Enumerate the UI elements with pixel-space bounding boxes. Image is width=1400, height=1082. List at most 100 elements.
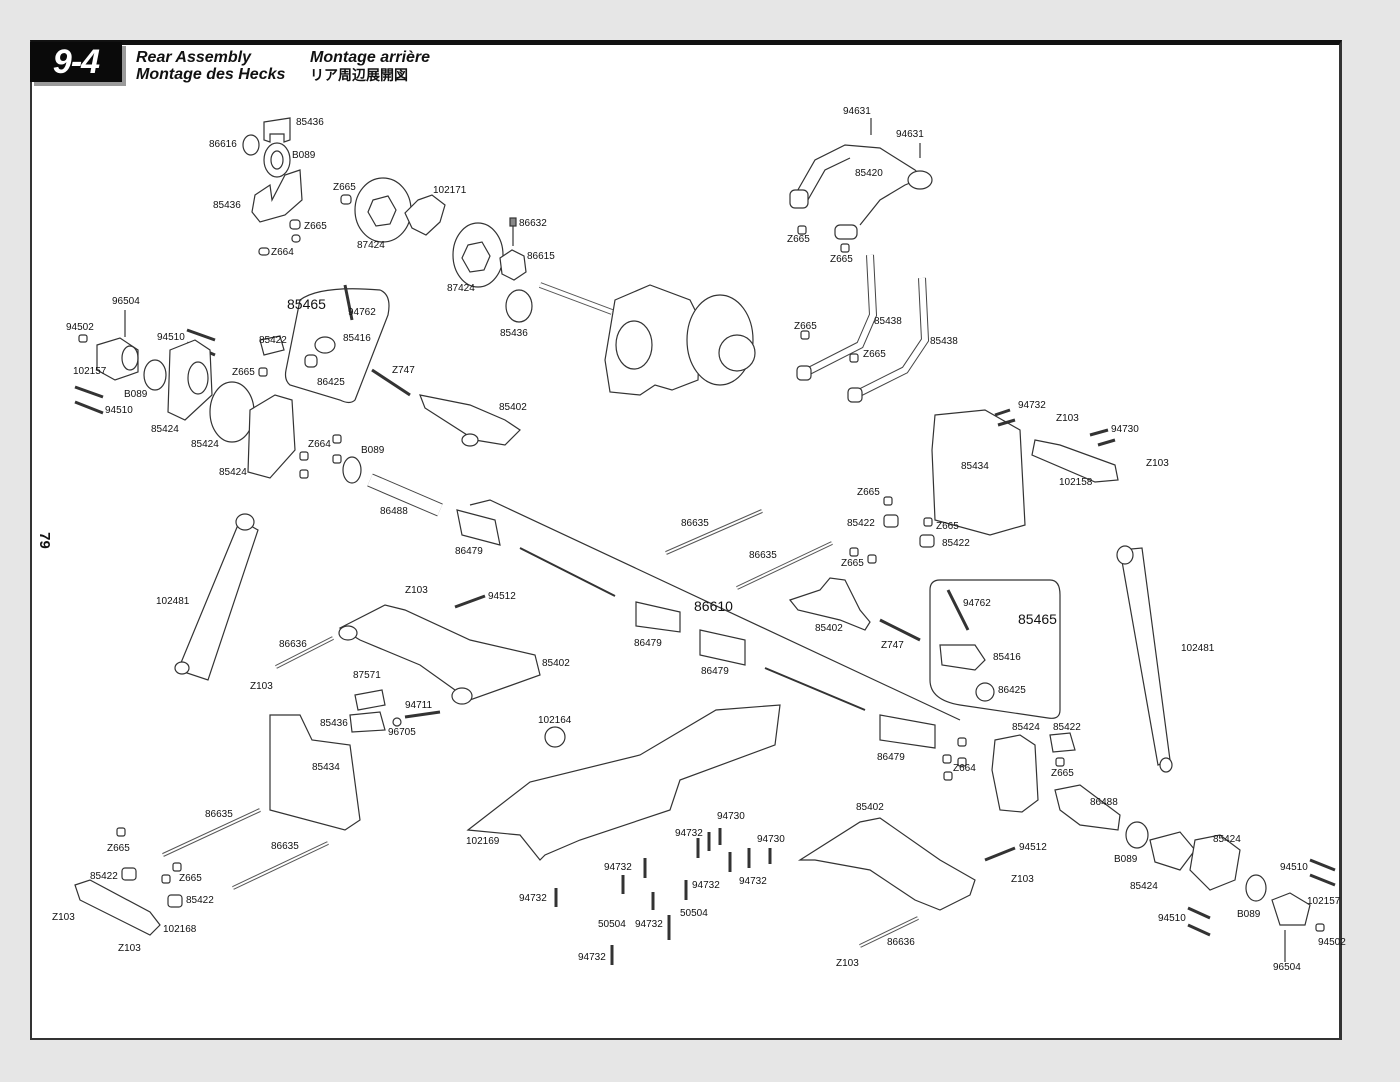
part-label: Z103 — [1011, 874, 1034, 885]
part-label: 85434 — [961, 461, 989, 472]
part-label: 86425 — [998, 685, 1026, 696]
part-label: 50504 — [680, 908, 708, 919]
rear-bulkhead-part — [849, 408, 1119, 564]
shock-left-part — [174, 513, 259, 681]
right-hub-parts — [942, 732, 1336, 962]
part-label: 94730 — [757, 834, 785, 845]
part-label: 86479 — [701, 666, 729, 677]
brake-parts — [340, 177, 533, 323]
part-label: 85436 — [320, 718, 348, 729]
part-label: 85424 — [1213, 834, 1241, 845]
part-label: 86636 — [279, 639, 307, 650]
part-label: B089 — [124, 389, 148, 400]
title-english: Rear Assembly — [136, 49, 252, 66]
part-label: 94510 — [1280, 862, 1308, 873]
wing-mount-part — [789, 118, 933, 403]
part-label: Z747 — [881, 640, 904, 651]
part-label: 94732 — [635, 919, 663, 930]
part-label: 102157 — [1307, 896, 1341, 907]
part-label: 85424 — [151, 424, 179, 435]
part-label: 94512 — [1019, 842, 1047, 853]
part-label: 85424 — [1012, 722, 1040, 733]
part-label: 85402 — [542, 658, 570, 669]
part-label: 86635 — [205, 809, 233, 820]
part-label: 94730 — [717, 811, 745, 822]
part-label: 85436 — [296, 117, 324, 128]
part-label: Z665 — [107, 843, 130, 854]
part-label: 94732 — [692, 880, 720, 891]
part-label: 94631 — [843, 106, 871, 117]
part-label: 85424 — [1130, 881, 1158, 892]
part-label: Z747 — [392, 365, 415, 376]
part-label: Z665 — [841, 558, 864, 569]
part-label: 86636 — [887, 937, 915, 948]
part-label: 85438 — [930, 336, 958, 347]
part-label: Z665 — [857, 487, 880, 498]
part-label: 94732 — [1018, 400, 1046, 411]
part-label: 102164 — [538, 715, 572, 726]
part-label: Z665 — [863, 349, 886, 360]
part-label: 86425 — [317, 377, 345, 388]
part-label: Z665 — [1051, 768, 1074, 779]
tie-bar-part — [74, 827, 183, 936]
front-mount-part — [269, 689, 441, 831]
part-label: 86635 — [749, 550, 777, 561]
part-label: 85402 — [815, 623, 843, 634]
part-label: 94732 — [675, 828, 703, 839]
part-label: 86616 — [209, 139, 237, 150]
part-label: 85416 — [343, 333, 371, 344]
driveshaft-part — [367, 473, 961, 749]
part-label: 85422 — [942, 538, 970, 549]
part-label: 94512 — [488, 591, 516, 602]
part-label: 94510 — [105, 405, 133, 416]
part-label: 87424 — [447, 283, 475, 294]
part-label: 87424 — [357, 240, 385, 251]
part-label: Z103 — [836, 958, 859, 969]
part-label: 94762 — [348, 307, 376, 318]
part-label: Z665 — [936, 521, 959, 532]
part-label: 86615 — [527, 251, 555, 262]
part-label: B089 — [292, 150, 316, 161]
part-label: 102481 — [1181, 643, 1215, 654]
part-label: Z103 — [1146, 458, 1169, 469]
bearing-holder-part — [242, 117, 303, 256]
part-label: 85416 — [993, 652, 1021, 663]
part-label: Z665 — [787, 234, 810, 245]
part-label: 86635 — [271, 841, 299, 852]
shock-link-left-box — [284, 284, 390, 404]
hinge-pins — [162, 509, 919, 948]
differential-part — [538, 282, 756, 396]
upper-arm-right-part — [788, 577, 921, 642]
part-label: Z664 — [271, 247, 294, 258]
part-label: 85424 — [219, 467, 247, 478]
part-label: 94732 — [604, 862, 632, 873]
part-label: 50504 — [598, 919, 626, 930]
part-label: 94762 — [963, 598, 991, 609]
part-label: 94732 — [739, 876, 767, 887]
part-label: 87571 — [353, 670, 381, 681]
chassis-plate — [466, 704, 781, 861]
part-label: Z665 — [232, 367, 255, 378]
assembly-label-86610: 86610 — [694, 598, 733, 614]
part-label: Z103 — [118, 943, 141, 954]
part-label: Z665 — [179, 873, 202, 884]
part-label: 85422 — [186, 895, 214, 906]
part-label: Z665 — [794, 321, 817, 332]
part-label: 86479 — [455, 546, 483, 557]
part-label: 86632 — [519, 218, 547, 229]
part-label: 102171 — [433, 185, 467, 196]
part-label: Z665 — [830, 254, 853, 265]
part-label: 86488 — [1090, 797, 1118, 808]
part-label: 86635 — [681, 518, 709, 529]
step-number-badge: 9-4 — [30, 42, 122, 82]
part-label: 94711 — [405, 700, 433, 711]
title-japanese: リア周辺展開図 — [310, 67, 408, 83]
upper-arm-left-part — [371, 368, 521, 447]
part-label: 86488 — [380, 506, 408, 517]
assembly-label-85465: 85465 — [287, 296, 326, 312]
part-label: 102169 — [466, 836, 500, 847]
part-label: 102157 — [73, 366, 107, 377]
part-label: B089 — [361, 445, 385, 456]
part-label: 94730 — [1111, 424, 1139, 435]
